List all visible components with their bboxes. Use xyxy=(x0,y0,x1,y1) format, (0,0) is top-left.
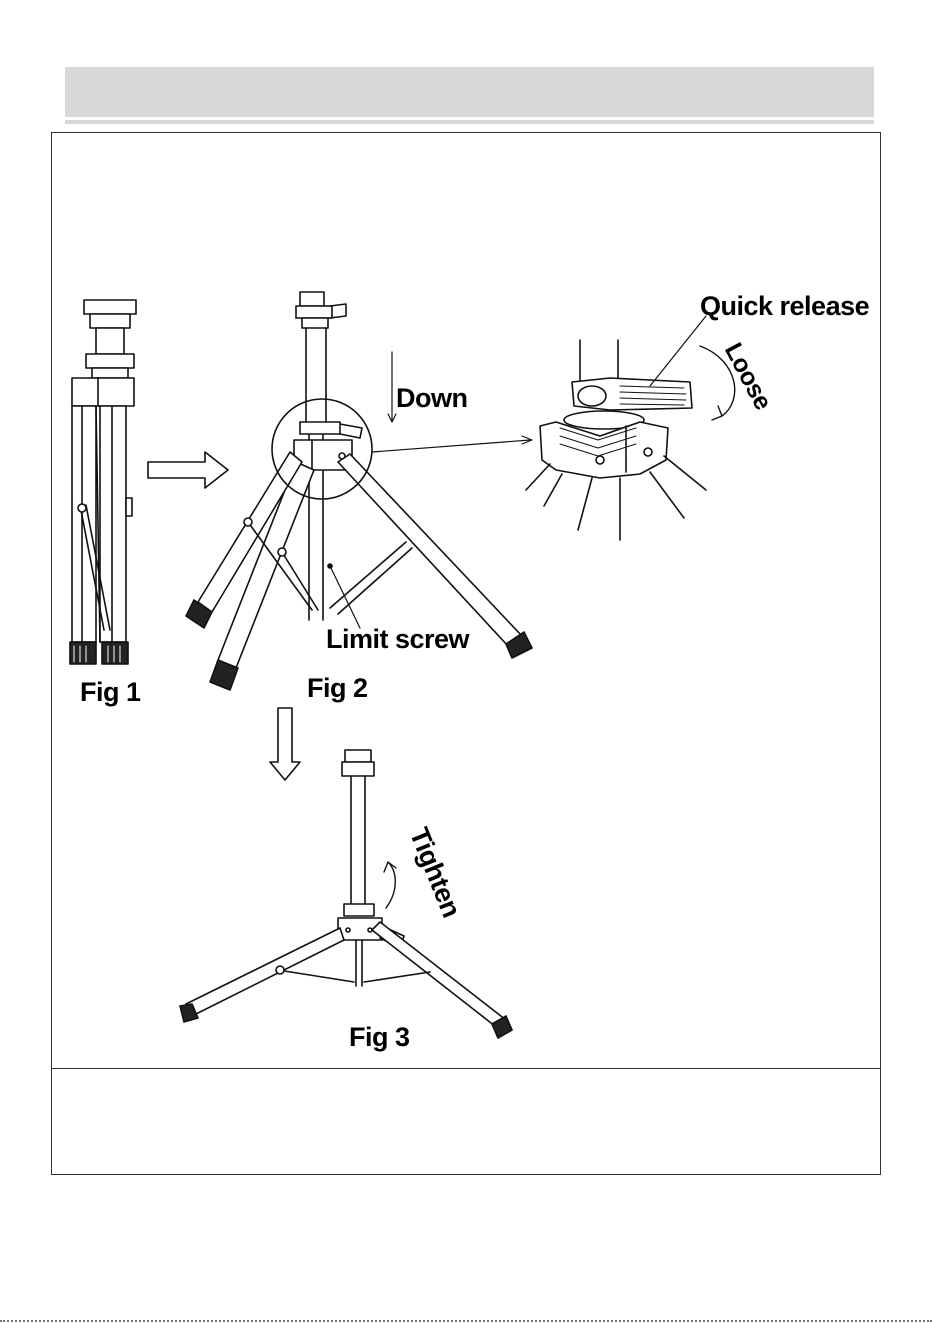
down-label: Down xyxy=(396,383,468,414)
fig3-assembled-tripod xyxy=(180,750,512,1038)
fig1-folded-tripod xyxy=(70,300,136,664)
limit-screw-label: Limit screw xyxy=(326,624,469,655)
fig1-caption: Fig 1 xyxy=(80,677,141,708)
tighten-arrow-icon xyxy=(384,862,396,908)
down-arrow-icon xyxy=(270,708,300,780)
fig2-caption: Fig 2 xyxy=(307,673,368,704)
fig3-caption: Fig 3 xyxy=(349,1022,410,1053)
page-bottom-edge xyxy=(0,1320,932,1322)
right-arrow-icon xyxy=(148,452,228,488)
quick-release-label: Quick release xyxy=(700,291,869,322)
quick-release-detail xyxy=(526,340,706,540)
